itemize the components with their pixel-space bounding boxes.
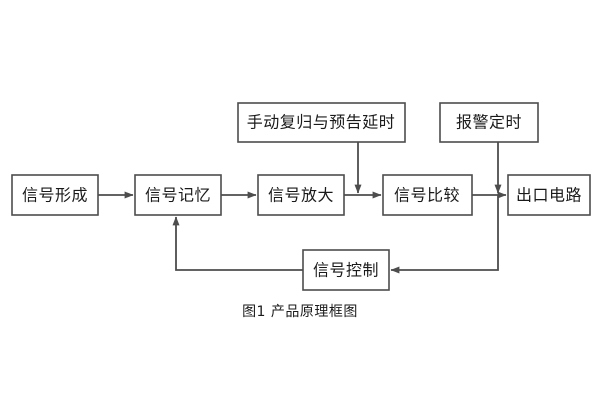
node-signal-control-label: 信号控制	[313, 261, 379, 280]
node-signal-memory-label: 信号记忆	[145, 186, 211, 205]
node-output-circuit[interactable]: 出口电路	[507, 174, 591, 216]
node-alarm-timer[interactable]: 报警定时	[439, 102, 539, 143]
node-signal-control-box[interactable]	[302, 249, 390, 291]
node-signal-memory-box[interactable]	[134, 174, 222, 216]
node-layer: 信号形成 信号记忆 信号放大 信号比较 出口电路	[11, 102, 591, 291]
node-manual-reset-label: 手动复归与预告延时	[247, 113, 396, 132]
node-signal-forming-box[interactable]	[11, 174, 99, 216]
node-signal-forming-label: 信号形成	[22, 186, 88, 205]
connection-layer	[98, 142, 507, 274]
node-alarm-timer-box[interactable]	[439, 102, 539, 143]
node-signal-compare[interactable]: 信号比较	[382, 174, 473, 216]
node-signal-compare-label: 信号比较	[394, 186, 460, 205]
node-signal-amplify-label: 信号放大	[268, 186, 334, 205]
node-alarm-timer-label: 报警定时	[456, 113, 522, 132]
node-signal-amplify[interactable]: 信号放大	[257, 174, 345, 216]
node-signal-amplify-box[interactable]	[257, 174, 345, 216]
node-signal-control[interactable]: 信号控制	[302, 249, 390, 291]
node-manual-reset-box[interactable]	[237, 102, 406, 143]
node-manual-reset[interactable]: 手动复归与预告延时	[237, 102, 406, 143]
connector-control-to-memory	[172, 216, 303, 271]
node-output-circuit-box[interactable]	[507, 174, 591, 216]
node-signal-compare-box[interactable]	[382, 174, 473, 216]
node-signal-forming[interactable]: 信号形成	[11, 174, 99, 216]
figure-caption: 图1 产品原理框图	[242, 304, 358, 320]
node-signal-memory[interactable]: 信号记忆	[134, 174, 222, 216]
connector-output-to-control	[390, 195, 499, 274]
node-output-circuit-label: 出口电路	[516, 186, 582, 205]
